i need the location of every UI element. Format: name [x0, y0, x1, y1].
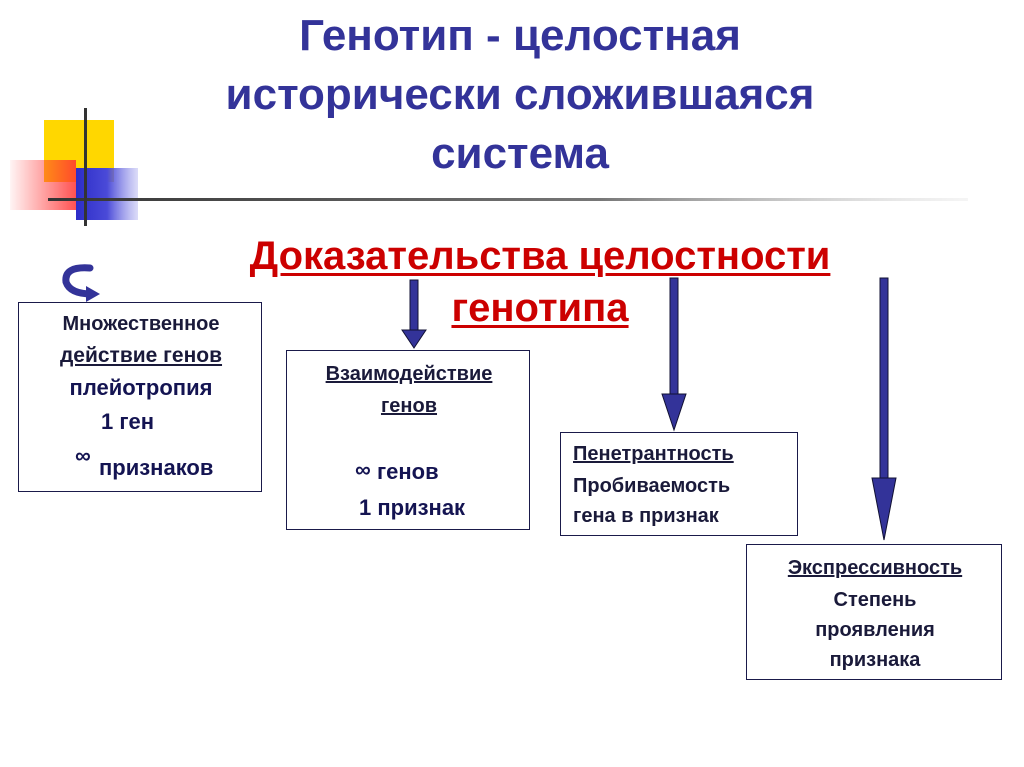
box-4-line-2: Степень [833, 589, 917, 611]
box-3-line-1: Пенетрантность [573, 443, 734, 465]
box-2-line-3: генов [377, 459, 439, 484]
down-arrow-icon [401, 279, 427, 349]
box-1-line-5: признаков [99, 455, 214, 480]
box-2-line-2: генов [380, 395, 438, 417]
infinity-symbol: ∞ [75, 443, 91, 468]
box-2-line-4: 1 признак [359, 495, 466, 520]
box-4-line-3: проявления [815, 619, 935, 641]
curved-arrow-icon [62, 264, 100, 302]
box-1-line-4: 1 ген [101, 409, 155, 434]
divider-vertical [84, 108, 87, 226]
title-line-2: исторически сложившаяся [225, 70, 815, 119]
down-arrow-icon [661, 277, 687, 432]
subtitle-line-2: генотипа [451, 286, 629, 330]
box-3-line-3: гена в признак [573, 505, 719, 527]
box-gene-interaction: Взаимодействие генов ∞ генов 1 признак [286, 350, 530, 530]
box-1-line-2: действие генов [59, 344, 223, 367]
box-multiple-action: Множественное действие генов плейотропия… [18, 302, 262, 492]
infinity-symbol: ∞ [355, 457, 371, 482]
down-arrow-icon [871, 277, 897, 541]
decorative-logo [10, 108, 968, 226]
subtitle-line-1: Доказательства целостности [249, 234, 831, 278]
divider-horizontal [48, 198, 968, 201]
title-line-3: система [431, 129, 609, 178]
box-4-line-1: Экспрессивность [787, 557, 963, 579]
box-penetrance: Пенетрантность Пробиваемость гена в приз… [560, 432, 798, 536]
box-3-line-2: Пробиваемость [573, 475, 731, 497]
box-expressivity: Экспрессивность Степень проявления призн… [746, 544, 1002, 680]
page-title: Генотип - целостная исторически сложивша… [120, 6, 920, 183]
section-heading: Доказательства целостности генотипа [190, 230, 890, 334]
box-2-line-1: Взаимодействие [325, 363, 493, 385]
red-square [10, 160, 76, 210]
title-line-1: Генотип - целостная [299, 11, 741, 60]
box-1-line-3: плейотропия [69, 375, 213, 400]
box-4-line-4: признака [829, 649, 921, 671]
box-1-line-1: Множественное [62, 313, 220, 335]
